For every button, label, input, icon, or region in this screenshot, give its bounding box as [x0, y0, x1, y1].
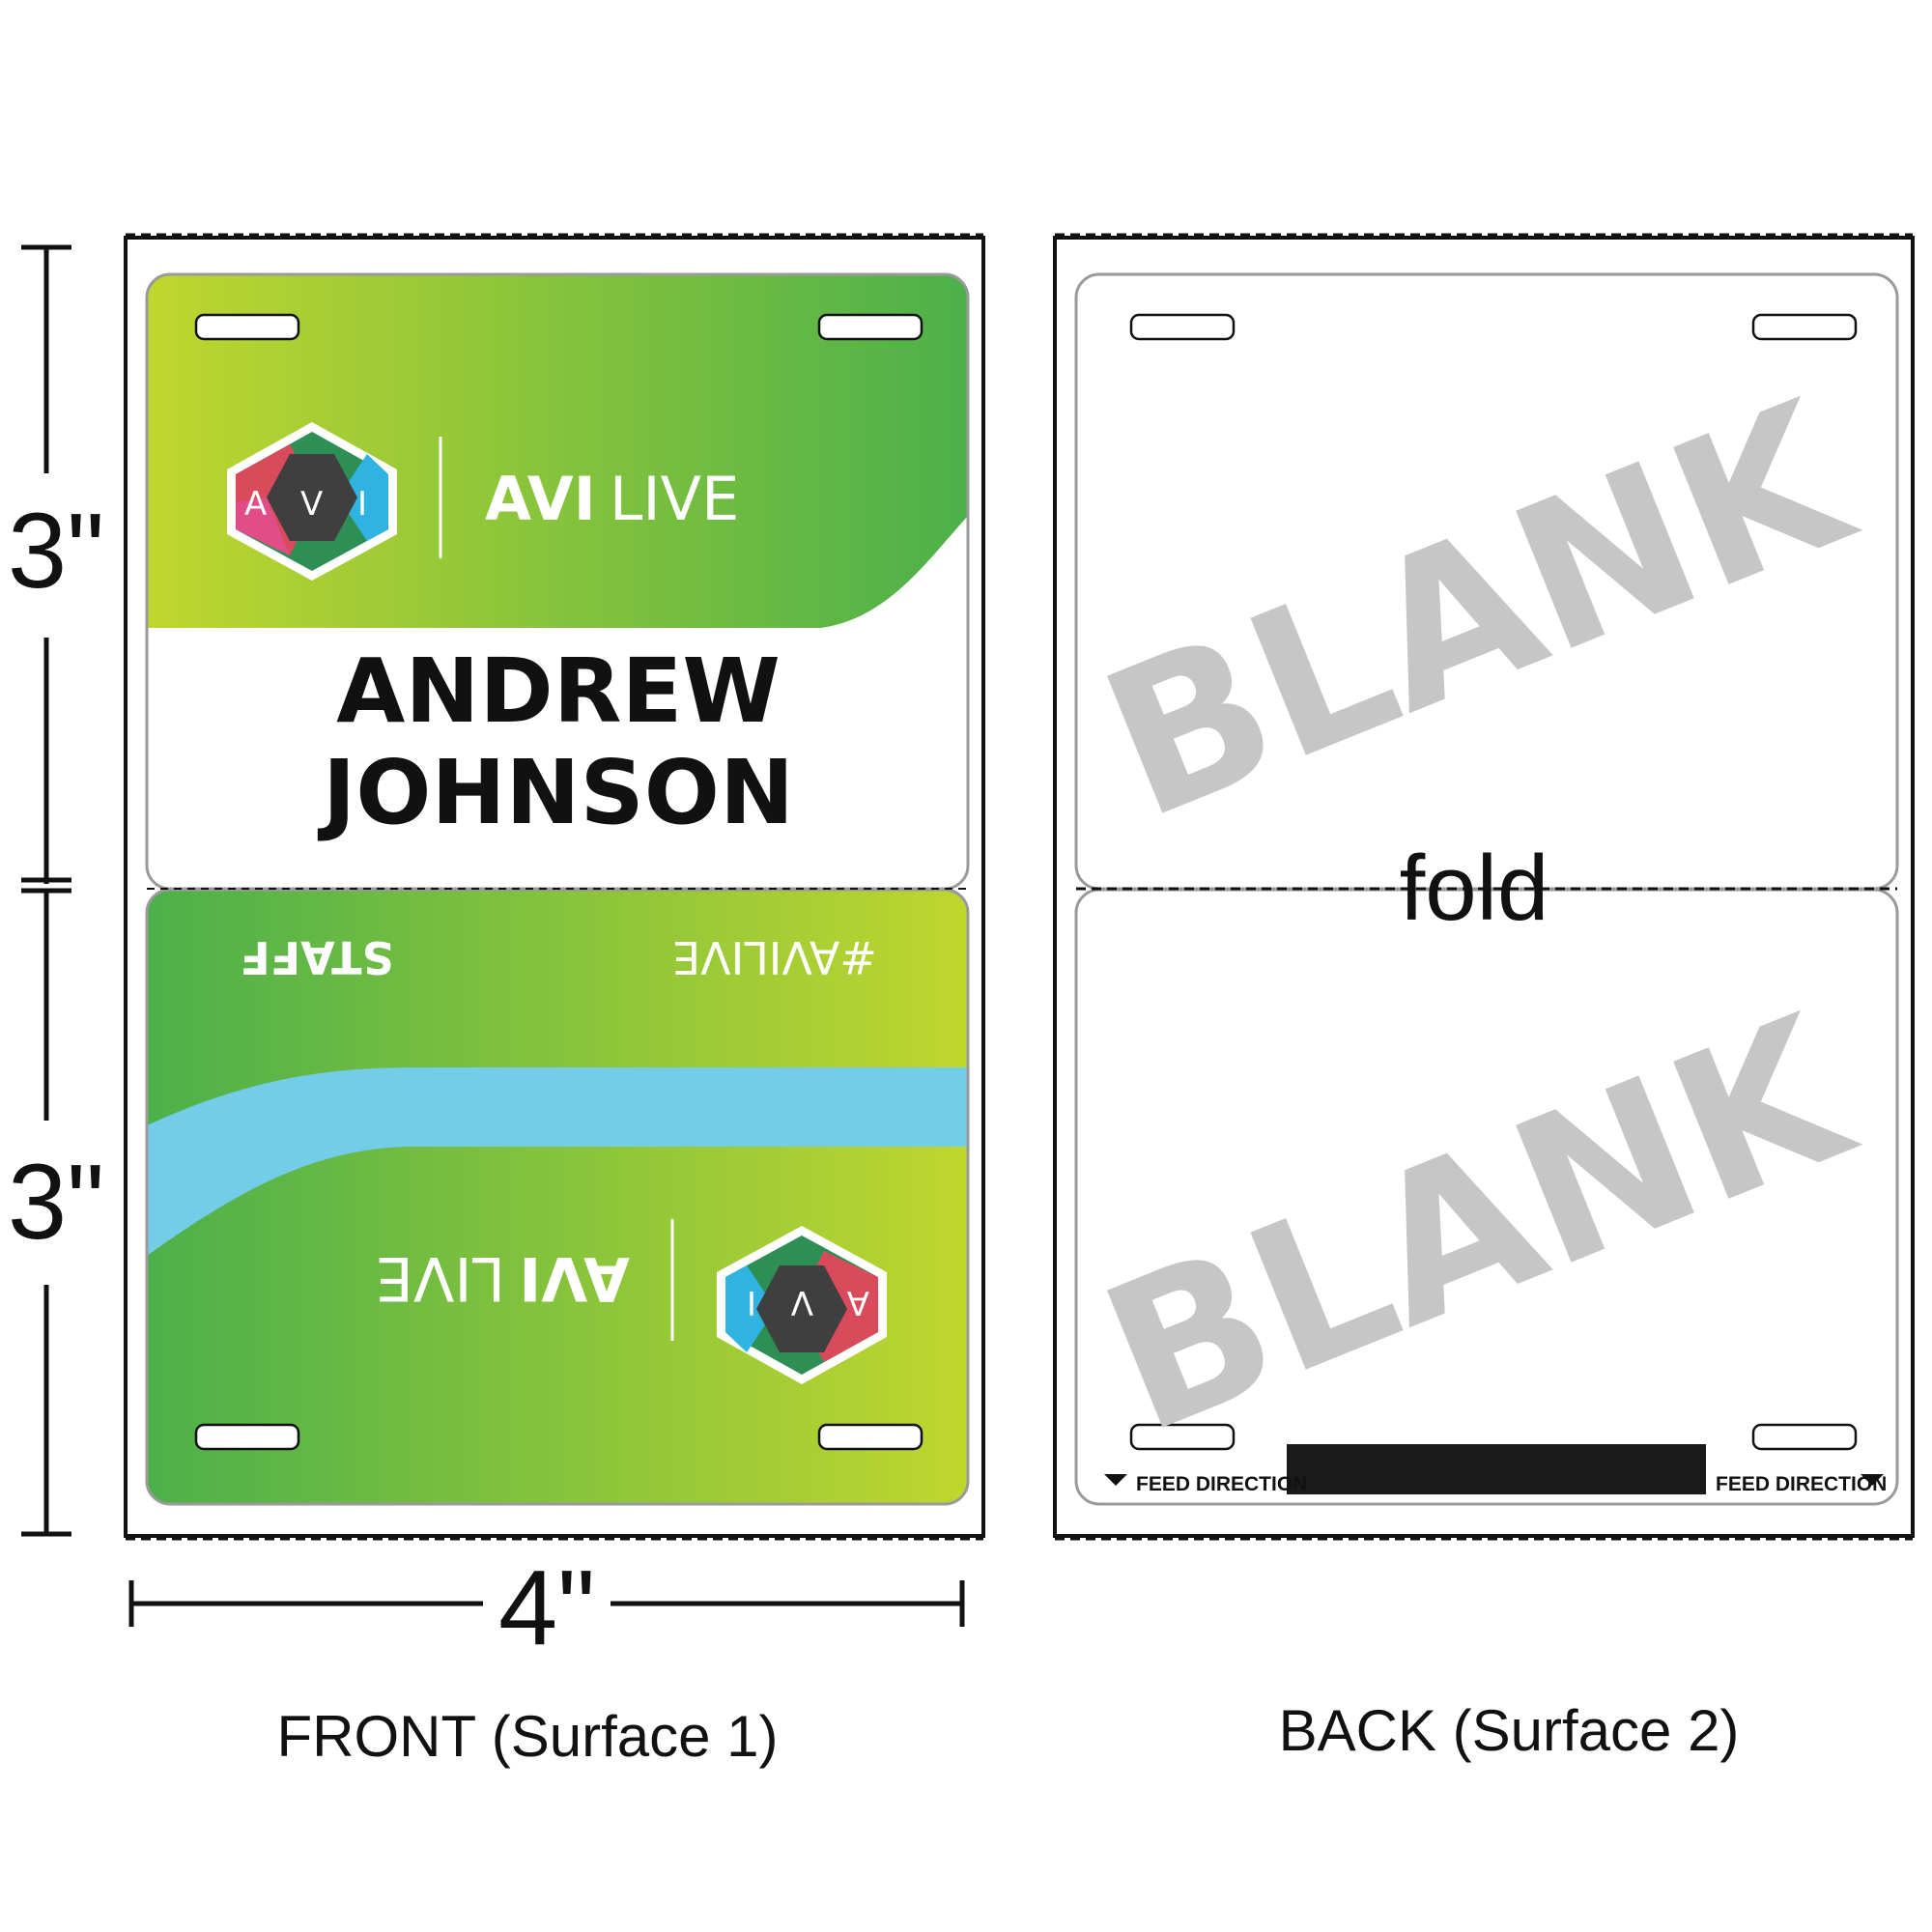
feed-direction-right: FEED DIRECTION [1716, 1473, 1887, 1495]
slot-hole [1129, 313, 1236, 341]
logo-letter-v: V [300, 485, 323, 524]
slot-hole [817, 313, 923, 341]
hashtag-label: #AVILIVE [672, 931, 877, 983]
attendee-last-name: JOHNSON [317, 741, 794, 844]
height-label-bottom: 3" [8, 1143, 104, 1262]
height-label-top: 3" [8, 492, 104, 611]
feed-arrow-icon [1861, 1474, 1884, 1486]
dimension-height-bottom: 3" [8, 888, 104, 1537]
slot-hole [817, 1423, 923, 1451]
feed-direction-left: FEED DIRECTION [1136, 1473, 1307, 1495]
attendee-first-name: ANDREW [336, 639, 781, 743]
slot-hole [194, 313, 300, 341]
logo-letter-i: I [747, 1283, 756, 1321]
black-mark-bar [1287, 1444, 1706, 1494]
blue-band [147, 1067, 968, 1256]
back-card: BLANK BLANK fold FEED DIRECTION FEED DIR… [1053, 233, 1915, 1541]
logo-letter-v: V [791, 1283, 813, 1321]
fold-label: fold [1400, 837, 1549, 940]
width-label: 4" [498, 1548, 595, 1667]
front-caption: FRONT (Surface 1) [277, 1704, 779, 1769]
slot-hole [1751, 1423, 1858, 1451]
logo-letter-a: A [847, 1283, 869, 1321]
slot-hole [1751, 313, 1858, 341]
logo-letter-i: I [357, 485, 367, 524]
brand-name-inverted: AVILIVE [376, 1243, 630, 1314]
back-caption: BACK (Surface 2) [1279, 1698, 1740, 1763]
slot-hole [194, 1423, 300, 1451]
front-bottom-panel: STAFF #AVILIVE A V I AVILIVE [145, 888, 970, 1506]
avi-logo-inverted: A V I [717, 1226, 887, 1384]
avi-logo: A V I [227, 422, 397, 581]
role-label: STAFF [240, 931, 393, 983]
dimension-width: 4" [128, 1548, 965, 1667]
feed-arrow-icon [1104, 1474, 1127, 1486]
logo-letter-a: A [244, 485, 267, 524]
dimension-height-top: 3" [8, 244, 104, 884]
slot-hole [1129, 1423, 1236, 1451]
